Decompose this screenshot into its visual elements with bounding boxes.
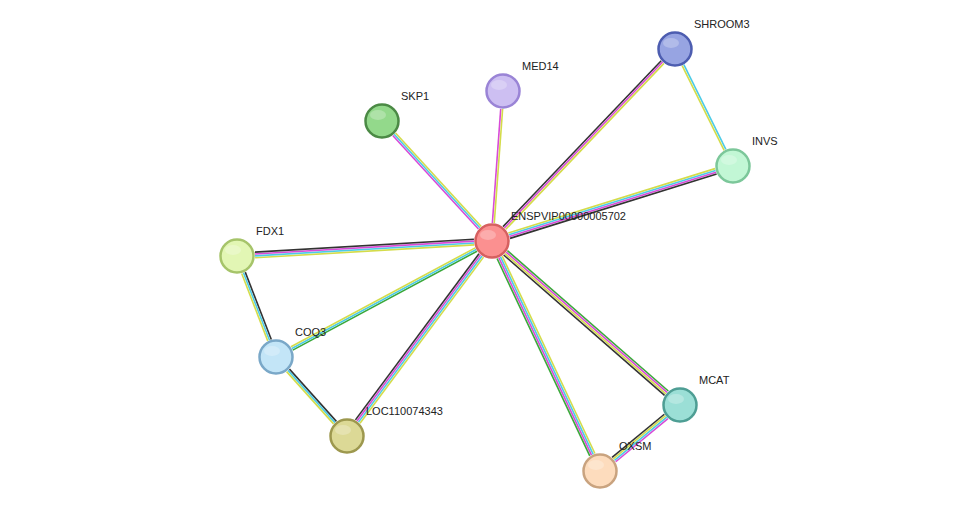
interaction-edge <box>504 251 669 396</box>
node-label: SHROOM3 <box>694 18 750 31</box>
node-label: ENSPVIP00000005702 <box>511 210 626 223</box>
node-circle <box>582 453 618 489</box>
interaction-edge <box>287 369 337 424</box>
node-circle <box>662 387 698 423</box>
protein-node: COQ3 <box>258 339 294 375</box>
node-circle <box>258 339 294 375</box>
node-circle <box>715 148 751 184</box>
interaction-edge <box>242 272 272 341</box>
node-label: SKP1 <box>401 90 429 103</box>
node-circle <box>329 418 365 454</box>
protein-node: FDX1 <box>219 238 255 274</box>
interaction-edge <box>682 65 726 151</box>
interaction-edge <box>255 239 474 258</box>
node-label: MED14 <box>522 60 559 73</box>
interaction-edge <box>612 414 668 461</box>
protein-node: MED14 <box>485 73 521 109</box>
protein-node: SKP1 <box>364 103 400 139</box>
node-circle <box>474 223 510 259</box>
interaction-edge <box>393 133 481 229</box>
interaction-edge <box>355 254 483 424</box>
node-label: INVS <box>752 135 778 148</box>
node-circle <box>219 238 255 274</box>
protein-node: LOC110074343 <box>329 418 365 454</box>
node-label: MCAT <box>699 374 729 387</box>
node-label: COQ3 <box>295 326 326 339</box>
node-circle <box>485 73 521 109</box>
protein-node: SHROOM3 <box>657 31 693 67</box>
node-label: LOC110074343 <box>366 405 443 418</box>
protein-node: ENSPVIP00000005702 <box>474 223 510 259</box>
node-label: OXSM <box>619 440 651 453</box>
interaction-edge <box>503 61 664 230</box>
protein-node: INVS <box>715 148 751 184</box>
interaction-edge <box>497 256 595 456</box>
node-label: FDX1 <box>256 225 284 238</box>
interaction-edge <box>492 109 502 223</box>
node-circle <box>364 103 400 139</box>
protein-node: MCAT <box>662 387 698 423</box>
protein-node: OXSM <box>582 453 618 489</box>
node-circle <box>657 31 693 67</box>
interaction-edge <box>508 169 716 239</box>
